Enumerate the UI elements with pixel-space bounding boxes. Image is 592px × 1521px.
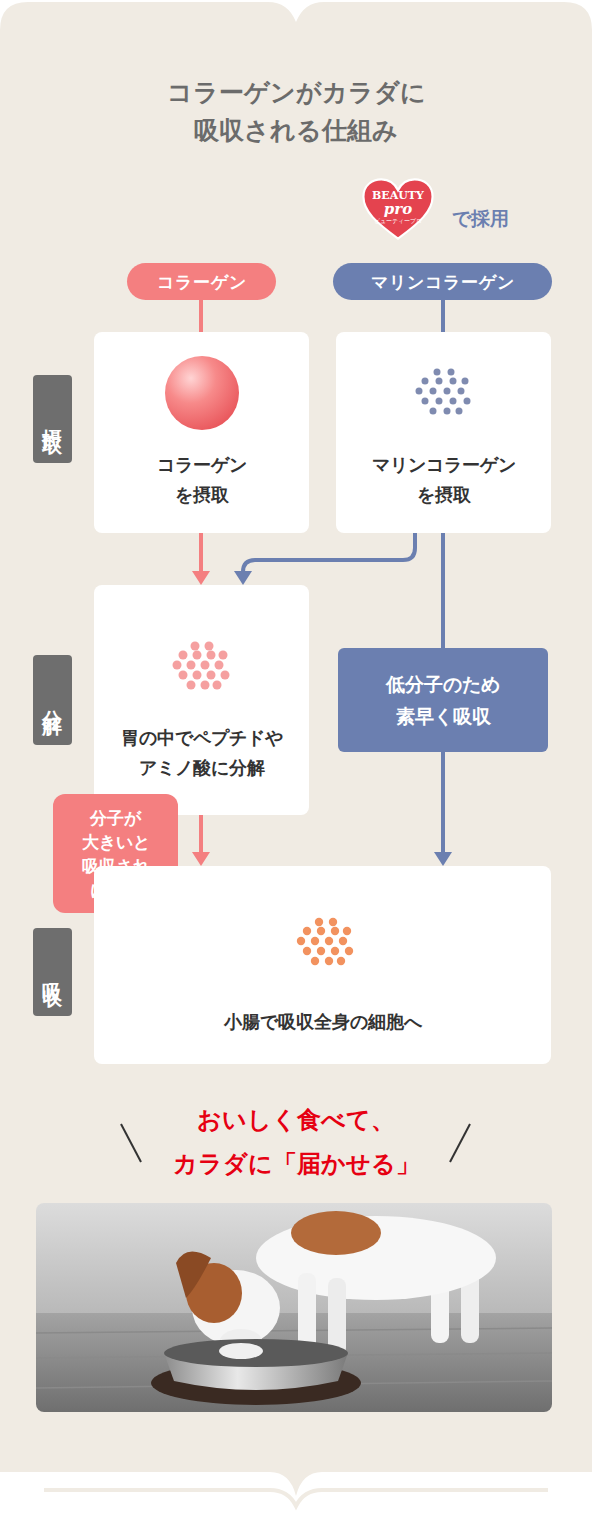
text-group: コラーゲン [157,271,247,293]
connector [199,300,203,332]
process-text: 小腸で吸収全身の細胞へ [224,1007,422,1037]
text-group: BEAUTYproビューティープロ [372,190,424,224]
connector [441,533,445,648]
heart-outline [363,179,432,238]
slogan-text: おいしく食べて、 カラダに「届かせる」 [171,1098,421,1186]
text-group: マリンコラーゲン を摂取 [369,450,519,510]
connector [243,533,415,575]
process-text: マリンコラーゲン を摂取 [369,450,519,510]
arrow-head [234,571,252,585]
process-text: コラーゲン を摂取 [152,450,252,510]
arrow-head [192,852,210,866]
header-pill: コラーゲン [127,263,276,300]
absorbed-dots [290,912,360,972]
process-text: 胃の中でペプチドや アミノ酸に分解 [116,723,288,783]
process-box: 小腸で吸収全身の細胞へ [94,866,551,1064]
text-group: 胃の中でペプチドや アミノ酸に分解 [116,723,288,783]
header-pill: マリンコラーゲン [333,263,552,300]
stage-tag: 分解 [33,655,72,745]
arrow-head [192,571,210,585]
collagen-sphere [162,353,242,433]
connector [199,533,203,575]
connector [199,815,203,856]
text-group: 低分子のため 素早く吸収 [381,668,506,732]
peptide-dots [166,636,236,696]
stage-tag: 吸収 [33,928,72,1016]
marine-dots [408,362,478,422]
note-text: 低分子のため 素早く吸収 [381,668,506,732]
text-group: 吸収 [43,966,63,978]
stage-tag: 摂取 [33,375,72,463]
text-group: 小腸で吸収全身の細胞へ [103,1007,543,1037]
arrow-head [434,852,452,866]
process-box: マリンコラーゲン を摂取 [336,332,551,533]
brand-heart: BEAUTYproビューティープロ [362,178,434,240]
header-text: コラーゲン [157,271,247,293]
process-box: 胃の中でペプチドや アミノ酸に分解 [94,585,309,815]
text-group: マリンコラーゲン [371,271,515,293]
stage-text: 分解 [43,694,63,706]
brand-text: ビューティープロ [374,217,422,224]
text-group: 分解 [43,694,63,706]
header-text: マリンコラーゲン [371,271,515,293]
note-box: 低分子のため 素早く吸収 [338,648,548,752]
stage-text: 吸収 [43,966,63,978]
connector [441,752,445,856]
dog-photo [36,1203,552,1412]
diagram-title: コラーゲンがカラダに 吸収される仕組み [161,74,431,150]
text-group: コラーゲン を摂取 [152,450,252,510]
brand-text: BEAUTY [372,190,424,202]
brand-text: pro [384,202,412,217]
adoption-note: で採用 [452,206,542,230]
text-group: 摂取 [43,413,63,425]
connector [441,300,445,332]
stage-text: 摂取 [43,413,63,425]
